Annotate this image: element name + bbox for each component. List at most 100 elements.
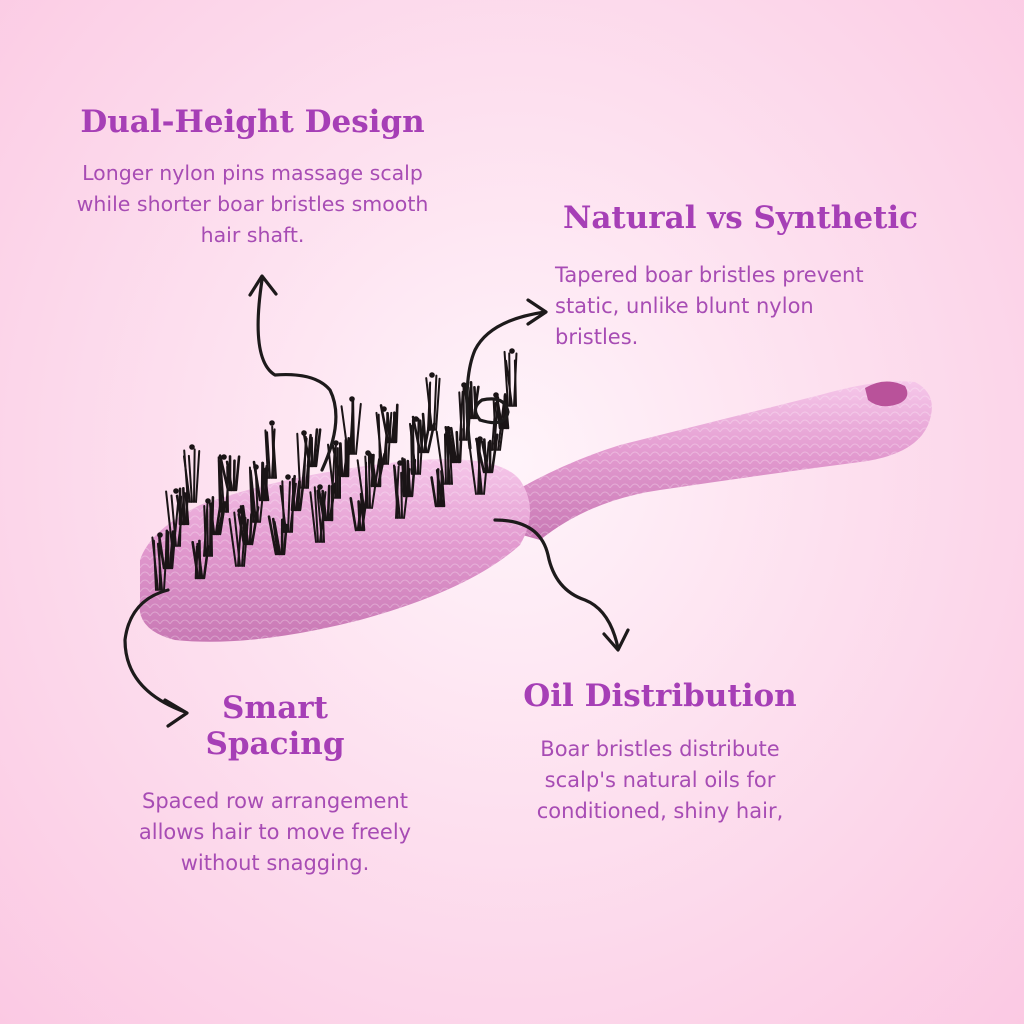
nylon-pin-tip	[285, 474, 291, 480]
curved-arrow-icon	[493, 518, 630, 652]
bristle	[206, 508, 209, 557]
bristle	[476, 442, 483, 495]
bristle	[469, 380, 474, 420]
bristle	[158, 536, 166, 570]
callout-title: Natural vs Synthetic	[563, 200, 919, 236]
bristle	[271, 430, 277, 479]
nylon-pin-tip	[349, 396, 355, 402]
callout-natural-vs-synthetic: Natural vs Synthetic Tapered boar bristl…	[555, 200, 925, 353]
bristle	[262, 468, 270, 502]
bristle	[170, 494, 177, 547]
bristle	[480, 440, 490, 474]
bristle-rows	[151, 348, 518, 591]
bristle	[312, 428, 319, 468]
bristle	[435, 430, 445, 485]
bristle	[187, 454, 193, 503]
bristle	[352, 400, 355, 455]
bristle	[287, 480, 291, 533]
bristle	[156, 542, 163, 591]
bristle	[267, 515, 278, 556]
bristle	[237, 513, 246, 546]
bristle	[264, 429, 269, 479]
bristle	[403, 458, 408, 498]
bristle	[435, 469, 444, 508]
bristle	[266, 431, 271, 479]
bristle	[411, 415, 422, 454]
nylon-pin-tip	[493, 392, 499, 398]
nylon-pin-tip	[205, 498, 211, 504]
callout-title: Dual-Height Design	[80, 104, 425, 140]
bristle	[175, 494, 184, 526]
bristle	[425, 377, 433, 431]
callout-oil-distribution: Oil Distribution Boar bristles distribut…	[505, 678, 815, 827]
bristle	[443, 433, 447, 485]
bristle	[445, 431, 451, 485]
callout-description: Longer nylon pins massage scalp while sh…	[76, 161, 429, 247]
bristle	[296, 432, 301, 489]
bristle	[440, 469, 446, 508]
bristle	[359, 492, 366, 532]
bristle	[225, 460, 234, 492]
bristle	[386, 411, 392, 444]
bristle	[182, 487, 186, 526]
bristle	[302, 430, 312, 468]
bristle	[339, 442, 344, 478]
bristle	[379, 404, 390, 444]
bristle	[400, 471, 403, 519]
bristle	[241, 504, 250, 546]
bristle	[314, 428, 322, 468]
bristle	[367, 453, 371, 509]
bristle	[458, 391, 463, 441]
bristle	[313, 486, 319, 543]
curved-arrow-icon	[465, 298, 548, 450]
callout-smart-spacing: Smart Spacing Spaced row arrangement all…	[110, 690, 440, 879]
bristle	[195, 450, 201, 503]
bristle	[317, 488, 326, 522]
hang-hole	[865, 381, 908, 407]
bristle	[401, 457, 406, 498]
bristle	[217, 459, 223, 513]
bristle	[249, 469, 257, 523]
bristle	[513, 359, 517, 407]
bristle	[252, 460, 262, 502]
bristle	[444, 425, 454, 464]
bristle	[421, 412, 428, 454]
bristle	[433, 374, 438, 431]
bristle	[340, 405, 349, 455]
callout-dual-height-design: Dual-Height Design Longer nylon pins mas…	[70, 104, 435, 251]
nylon-pin-tip	[173, 488, 179, 494]
bristle	[219, 459, 225, 513]
bristle	[279, 484, 287, 533]
bristle	[346, 437, 350, 478]
bristle	[356, 459, 365, 509]
bristle	[435, 377, 441, 431]
curved-arrow-icon	[248, 274, 338, 472]
bristle	[505, 359, 513, 407]
bristle	[218, 454, 230, 492]
bristle	[184, 492, 190, 526]
bristle	[375, 411, 383, 465]
bristle	[203, 504, 207, 557]
bristle	[291, 477, 296, 512]
callout-description: Tapered boar bristles prevent static, un…	[555, 263, 864, 349]
bristle	[316, 489, 323, 543]
bristle	[273, 520, 282, 556]
nylon-pin-tip	[157, 532, 163, 538]
bristle	[406, 461, 412, 498]
bristle	[492, 397, 497, 451]
hairbrush-illustration	[139, 348, 932, 642]
nylon-pin-tip	[221, 454, 227, 460]
nylon-pin-tip	[269, 420, 275, 426]
bristle	[349, 496, 358, 532]
bristle	[355, 402, 362, 455]
nylon-pin-tip	[333, 440, 339, 446]
bristle	[393, 465, 401, 519]
bristle	[321, 489, 328, 522]
bristle	[455, 430, 460, 464]
bristle	[182, 455, 191, 503]
bristle	[191, 540, 200, 580]
bristle	[447, 425, 456, 464]
bristle	[196, 542, 204, 580]
bristle	[357, 500, 362, 532]
